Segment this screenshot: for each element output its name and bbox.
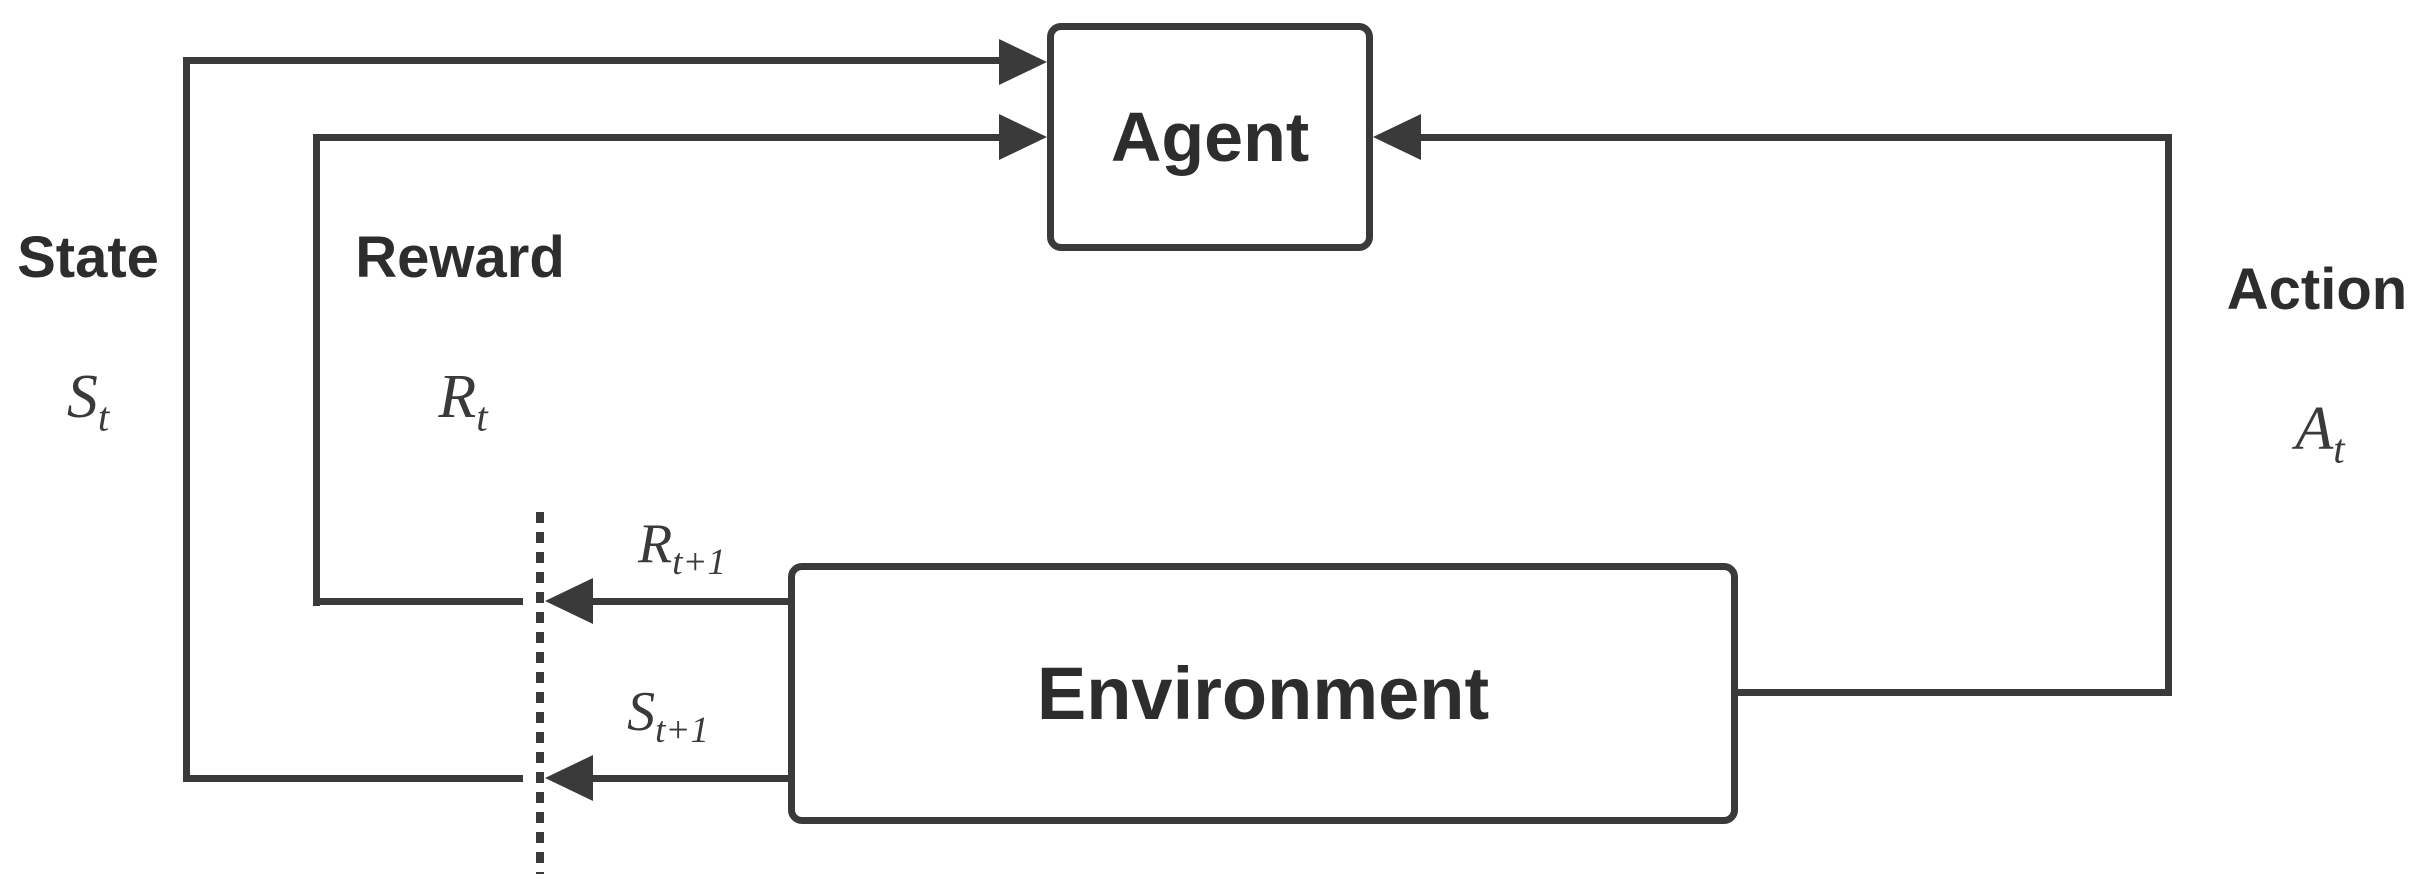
action-edge-right (2165, 134, 2172, 696)
action-symbol-subscript: t (2333, 426, 2345, 472)
state-next-symbol: St+1 (583, 684, 753, 749)
action-symbol: At (2250, 398, 2390, 470)
state-symbol-subscript: t (97, 394, 110, 440)
reward-arrowhead-into-agent-icon (999, 114, 1047, 160)
reward-next-symbol-base: R (638, 513, 673, 575)
state-symbol-base: S (66, 363, 98, 431)
state-next-edge-from-environment (593, 775, 791, 782)
reward-edge-left (313, 134, 320, 606)
reward-next-symbol-subscript: t+1 (672, 541, 726, 583)
state-edge-top (183, 57, 1001, 64)
reward-next-symbol: Rt+1 (597, 516, 767, 581)
reward-symbol: Rt (393, 366, 533, 438)
state-label: State (17, 225, 159, 290)
time-boundary-dotted-line (536, 512, 544, 874)
reward-edge-top (313, 134, 1001, 141)
agent-box: Agent (1047, 23, 1373, 251)
agent-box-label: Agent (1110, 98, 1310, 176)
state-symbol: St (18, 366, 158, 438)
state-next-arrowhead-icon (545, 755, 593, 801)
reward-next-arrowhead-icon (545, 578, 593, 624)
action-symbol-base: A (2295, 395, 2334, 463)
reward-symbol-base: R (438, 363, 477, 431)
reward-symbol-subscript: t (476, 394, 488, 440)
environment-box-label: Environment (1036, 652, 1490, 735)
action-edge-bottom (1737, 689, 2172, 696)
reward-label: Reward (355, 225, 565, 290)
action-edge-top (1421, 134, 2172, 141)
action-arrowhead-into-agent-icon (1373, 114, 1421, 160)
state-next-symbol-base: S (627, 681, 656, 743)
state-next-symbol-subscript: t+1 (655, 709, 709, 751)
reward-next-edge-from-environment (593, 598, 791, 605)
state-arrowhead-into-agent-icon (999, 39, 1047, 85)
state-next-edge-left-stub (183, 775, 523, 782)
environment-box: Environment (788, 563, 1738, 824)
reward-next-edge-left-stub (313, 598, 523, 605)
state-edge-left (183, 57, 190, 782)
action-label: Action (2226, 257, 2408, 322)
